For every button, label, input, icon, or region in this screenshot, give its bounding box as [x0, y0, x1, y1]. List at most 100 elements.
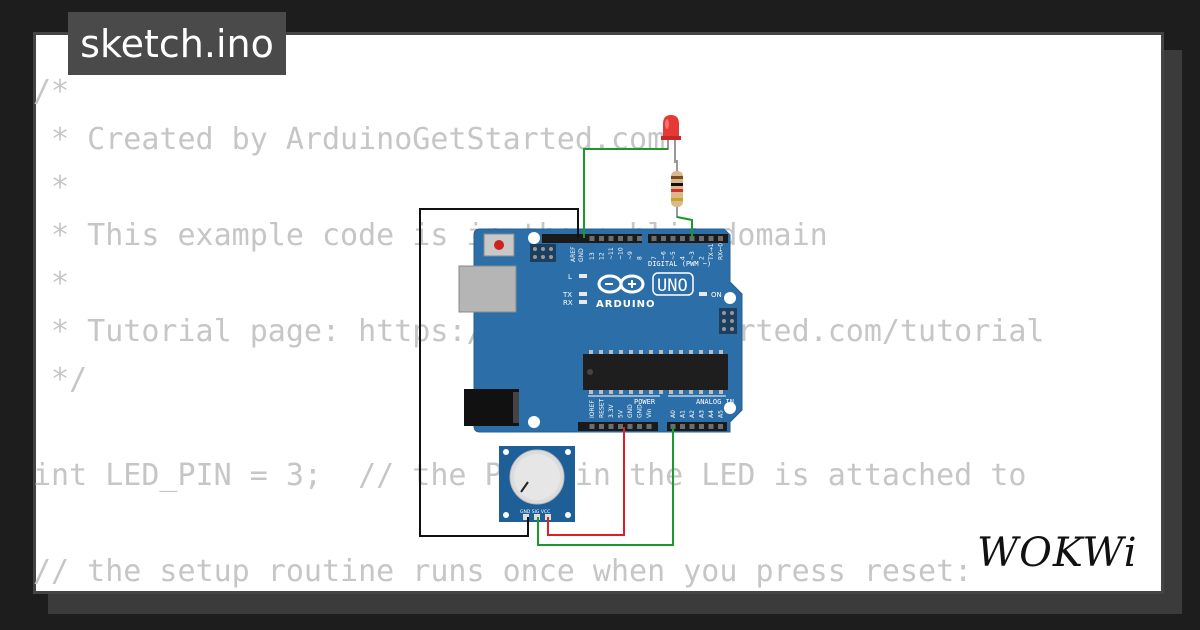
chip-leg [619, 350, 623, 354]
digital-pin[interactable] [608, 236, 614, 241]
potentiometer[interactable]: GND SIG VCC [499, 446, 575, 522]
analog-pin[interactable] [718, 424, 723, 429]
file-tab-title[interactable]: sketch.ino [68, 12, 286, 75]
analog-pin-label: A0 [670, 410, 677, 418]
rx-led [579, 300, 587, 304]
wire-green-resistor[interactable] [676, 216, 693, 238]
digital-pin-label: ~5 [670, 251, 677, 260]
chip-leg [689, 390, 693, 394]
digital-pin[interactable] [689, 236, 695, 241]
digital-pin[interactable] [618, 236, 623, 241]
chip-leg [689, 350, 693, 354]
icsp-header [530, 244, 556, 262]
resistor[interactable] [671, 160, 683, 218]
digital-pin-label: ~6 [661, 251, 668, 260]
chip-leg [649, 350, 653, 354]
chip-leg [649, 390, 653, 394]
analog-pin-label: A1 [680, 410, 687, 418]
power-pin[interactable] [589, 424, 595, 429]
analog-pin[interactable] [708, 424, 714, 429]
power-pin-label: 3.3V [608, 403, 615, 418]
on-led-label: ON [711, 291, 722, 299]
power-pin-label: RESET [599, 398, 606, 418]
power-header-label: POWER [634, 398, 656, 406]
digital-pin[interactable] [708, 236, 714, 241]
chip-leg [719, 390, 723, 394]
analog-header-label: ANALOG IN [696, 398, 734, 406]
l-led [579, 274, 587, 278]
digital-pin-label: 8 [637, 256, 644, 260]
board-brand: ARDUINO [596, 299, 655, 310]
chip-leg [589, 390, 593, 394]
code-line: * Created by ArduinoGetStarted.com [33, 122, 666, 157]
chip-leg [719, 350, 723, 354]
mounting-hole [724, 292, 736, 304]
analog-pin[interactable] [689, 424, 695, 429]
tx-led [579, 292, 587, 296]
digital-pin[interactable] [661, 236, 666, 241]
chip-leg [669, 390, 673, 394]
chip-leg [709, 390, 713, 394]
icsp-header-right [719, 308, 737, 334]
analog-pin[interactable] [670, 424, 676, 429]
chip-leg [639, 390, 643, 394]
power-pin-label: IOREF [589, 400, 596, 418]
power-pin-label: GND [637, 404, 644, 418]
digital-header-right [648, 234, 728, 243]
wire-red-5v[interactable] [547, 427, 625, 536]
power-pin[interactable] [618, 424, 623, 429]
wire-green-a0[interactable] [537, 427, 674, 546]
board-model: UNO [657, 276, 688, 296]
digital-pin[interactable] [599, 236, 604, 241]
digital-pin[interactable] [699, 236, 704, 241]
chip-leg [659, 390, 663, 394]
arduino-infinity-icon [597, 274, 645, 294]
digital-pin-label: ~9 [627, 251, 634, 260]
power-pin[interactable] [646, 424, 652, 429]
microcontroller-chip [583, 354, 728, 390]
chip-leg [609, 350, 613, 354]
power-pin[interactable] [608, 424, 614, 429]
wire-black-gnd[interactable] [419, 208, 579, 537]
wire-green-led[interactable] [583, 148, 668, 238]
code-line: /* [33, 74, 70, 109]
digital-pin-label: ~11 [608, 247, 615, 260]
analog-pin[interactable] [699, 424, 704, 429]
aref-label: AREF [570, 246, 577, 262]
digital-pin[interactable] [651, 236, 657, 241]
analog-pin[interactable] [680, 424, 685, 429]
power-pin-label: Vin [646, 408, 653, 418]
digital-pin[interactable] [680, 236, 685, 241]
digital-header-label: DIGITAL (PWM ~) [648, 260, 711, 268]
code-line: // the setup routine runs once when you … [33, 554, 973, 589]
gnd-label: GND [578, 248, 585, 262]
chip-leg [609, 390, 613, 394]
digital-pin-label: 12 [599, 252, 606, 260]
mounting-hole [528, 232, 540, 244]
analog-pin-label: A5 [718, 410, 725, 418]
chip-leg [679, 350, 683, 354]
digital-pin[interactable] [589, 236, 595, 241]
tx-led-label: TX [562, 291, 572, 299]
digital-pin-label: 7 [651, 256, 658, 260]
digital-pin[interactable] [627, 236, 633, 241]
power-pin[interactable] [599, 424, 604, 429]
digital-pin[interactable] [637, 236, 642, 241]
digital-pin-label: 2 [699, 256, 706, 260]
digital-pin[interactable] [718, 236, 723, 241]
power-pin-label: GND [627, 404, 634, 418]
power-pin-label: 5V [618, 409, 625, 418]
rx-led-label: RX [563, 299, 573, 307]
on-led [699, 292, 707, 296]
analog-pin-label: A3 [699, 410, 706, 418]
wokwi-logo[interactable]: WOKWi [975, 528, 1155, 578]
reset-button-cap[interactable] [494, 240, 504, 250]
power-pin[interactable] [627, 424, 633, 429]
red-led[interactable] [661, 115, 681, 163]
power-pin[interactable] [637, 424, 642, 429]
chip-leg [629, 390, 633, 394]
digital-pin[interactable] [670, 236, 676, 241]
mounting-hole [724, 402, 736, 414]
chip-leg [709, 350, 713, 354]
